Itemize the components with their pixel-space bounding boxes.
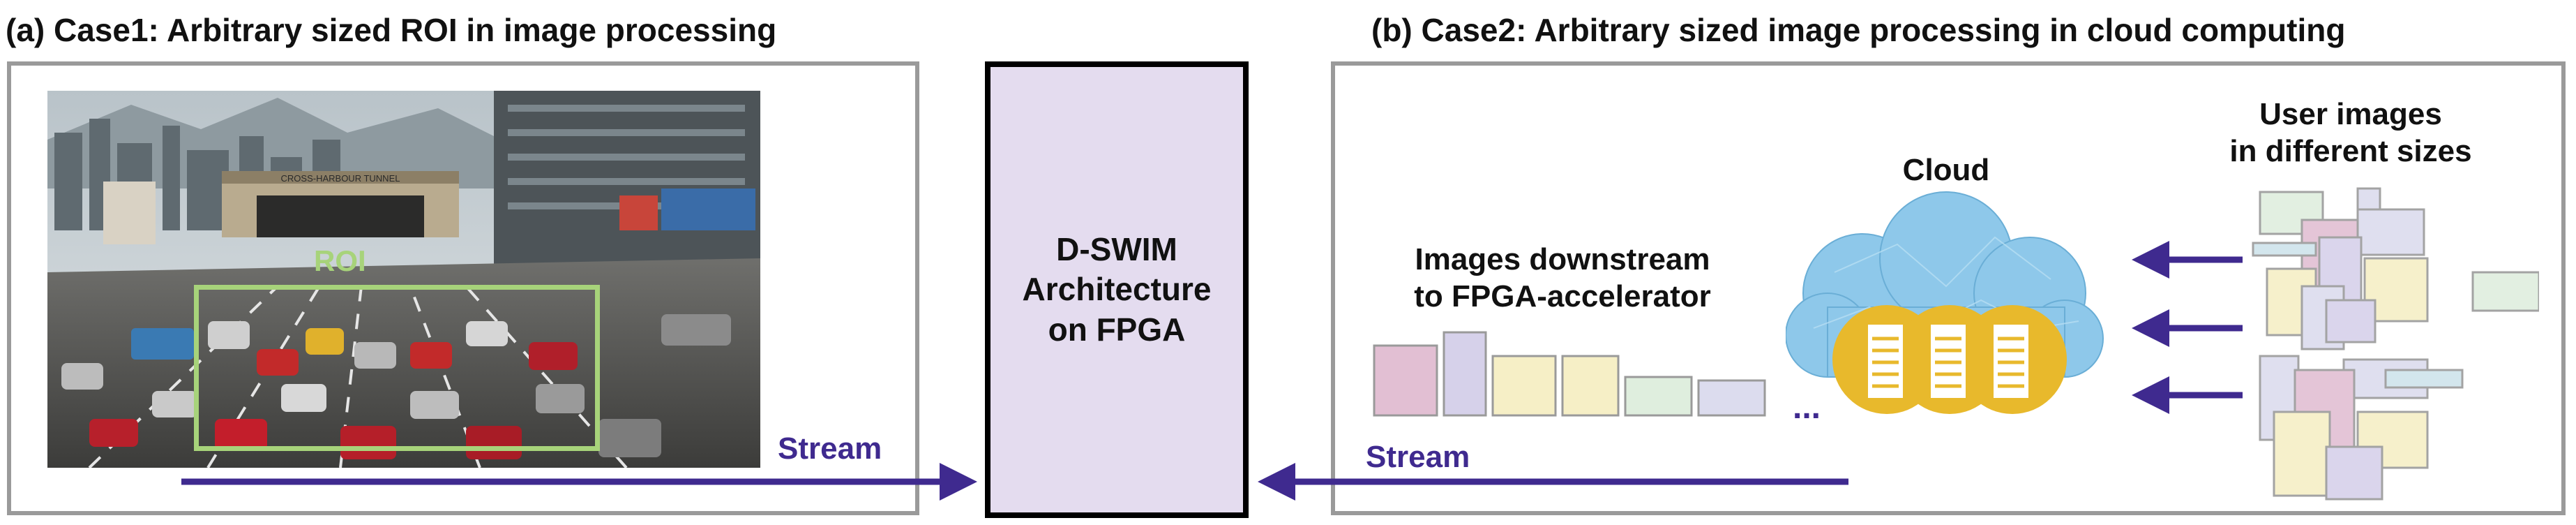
stream-label-b: Stream — [1366, 440, 1470, 474]
user-images-label: User images in different sizes — [2229, 97, 2472, 168]
stream-label-a: Stream — [778, 431, 882, 466]
panel-b-title: (b) Case2: Arbitrary sized image process… — [1371, 12, 2346, 48]
cloud-icon — [1786, 191, 2104, 414]
ellipsis: ... — [1793, 389, 1821, 426]
downstream-image-5 — [1624, 376, 1693, 417]
user-images-collage — [2252, 187, 2539, 501]
tunnel-sign: CROSS-HARBOUR TUNNEL — [281, 173, 400, 184]
server-icons — [1832, 305, 2067, 414]
downstream-label: Images downstream to FPGA-accelerator — [1414, 242, 1711, 313]
downstream-image-4 — [1561, 355, 1620, 417]
downstream-image-6 — [1697, 379, 1766, 417]
downstream-image-3 — [1491, 355, 1557, 417]
cloud-label: Cloud — [1902, 153, 1990, 187]
panel-a-title: (a) Case1: Arbitrary sized ROI in image … — [6, 12, 777, 48]
traffic-photo: CROSS-HARBOUR TUNNEL — [47, 91, 760, 468]
downstream-images — [1373, 331, 1766, 417]
dswim-label: D-SWIM Architecture on FPGA — [1022, 230, 1212, 348]
downstream-image-1 — [1373, 344, 1438, 417]
roi-box — [194, 285, 600, 451]
downstream-image-2 — [1443, 331, 1487, 417]
dswim-box: D-SWIM Architecture on FPGA — [985, 61, 1249, 518]
roi-label: ROI — [314, 244, 366, 277]
